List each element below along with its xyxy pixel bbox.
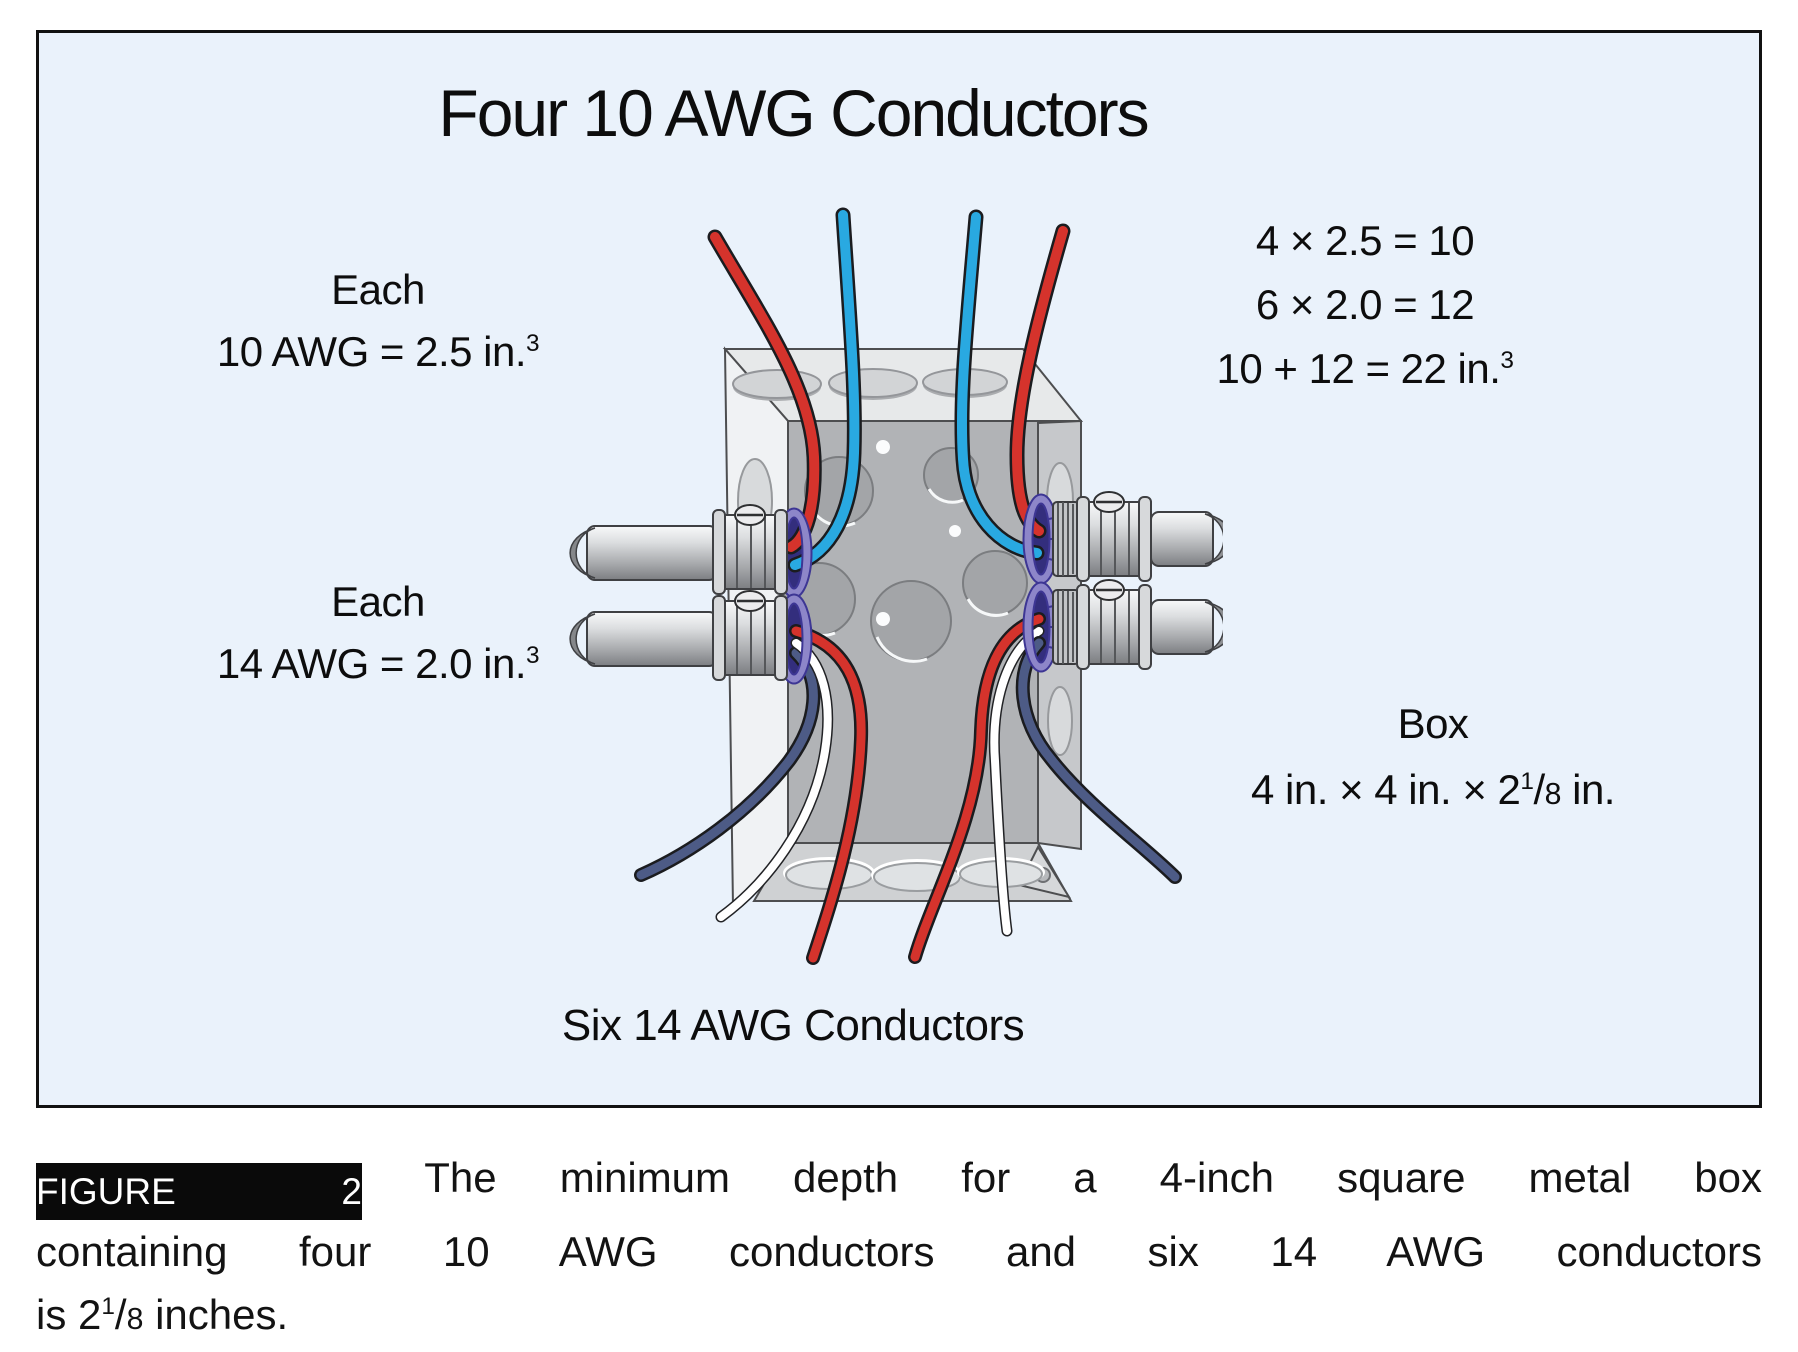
fraction-denominator: 8 [1544, 778, 1562, 811]
conduits [569, 491, 1223, 681]
connector-collar [712, 509, 726, 595]
cubic-exponent: 3 [526, 642, 540, 669]
bottom-knockouts [783, 857, 1045, 892]
fraction-numerator: 1 [1520, 768, 1534, 795]
conduit-pipe-end [569, 527, 596, 579]
six-14awg-wires [634, 612, 1182, 965]
calc-line-1: 4 × 2.5 = 10 [1255, 217, 1475, 264]
figure-panel: Four 10 AWG Conductors Each 10 AWG = 2.5… [36, 30, 1762, 1108]
calc-line-2: 6 × 2.0 = 12 [1255, 281, 1475, 328]
junction-box-illustration [569, 207, 1223, 965]
right-wall-knockout [1047, 686, 1073, 756]
threaded-bushing-bottom-right [1052, 589, 1080, 665]
connector-collar [1076, 584, 1090, 670]
conduit-pipe [1150, 599, 1214, 655]
conduit-bottom-right [1076, 579, 1223, 670]
conduit-pipe [1150, 511, 1214, 567]
threaded-bushing-top-right [1052, 501, 1080, 577]
fraction-slash: / [114, 1291, 127, 1338]
figure-title: Four 10 AWG Conductors [438, 76, 1149, 150]
cubic-exponent: 3 [1500, 347, 1514, 374]
conduit-pipe-end [1204, 601, 1223, 653]
conduit-top-left [569, 504, 788, 595]
figure-badge: FIGURE 2 [36, 1163, 362, 1220]
conduit-pipe [586, 525, 718, 581]
conduit-pipe-end [1204, 513, 1223, 565]
label-each-14awg: Each 14 AWG = 2.0 in.3 [216, 578, 540, 687]
cubic-exponent: 3 [526, 330, 540, 357]
fraction-denominator: 8 [126, 1303, 144, 1336]
volume-calculation: 4 × 2.5 = 10 6 × 2.0 = 12 10 + 12 = 22 i… [1065, 209, 1665, 401]
figure-caption: FIGURE 2 The minimum depth for a 4-inch … [36, 1146, 1762, 1351]
connector-collar [1138, 496, 1152, 582]
label-six-14awg-conductors: Six 14 AWG Conductors [561, 1001, 1025, 1050]
caption-line-1: FIGURE 2 The minimum depth for a 4-inch … [36, 1146, 1762, 1220]
conduit-bottom-left [569, 590, 788, 681]
fraction-slash: / [1533, 766, 1545, 813]
calc-line-3: 10 + 12 = 22 in. [1216, 345, 1501, 392]
connector-collar [774, 595, 788, 681]
conduit-pipe-end [569, 613, 596, 665]
connector-collar [1076, 496, 1090, 582]
caption-line-2: containing four 10 AWG conductors and si… [36, 1228, 1762, 1275]
connector-collar [712, 595, 726, 681]
fraction-numerator: 1 [101, 1293, 115, 1320]
connector-collar [774, 509, 788, 595]
interior-knockouts [782, 447, 1028, 662]
label-box-dimensions: Box 4 in. × 4 in. × 21/8 in. [1251, 700, 1615, 813]
conduit-pipe [586, 611, 718, 667]
caption-line-3: is 21/8 inches. [36, 1291, 289, 1338]
label-each-10awg: Each 10 AWG = 2.5 in.3 [216, 266, 540, 375]
conduit-top-right [1076, 491, 1223, 582]
connector-collar [1138, 584, 1152, 670]
